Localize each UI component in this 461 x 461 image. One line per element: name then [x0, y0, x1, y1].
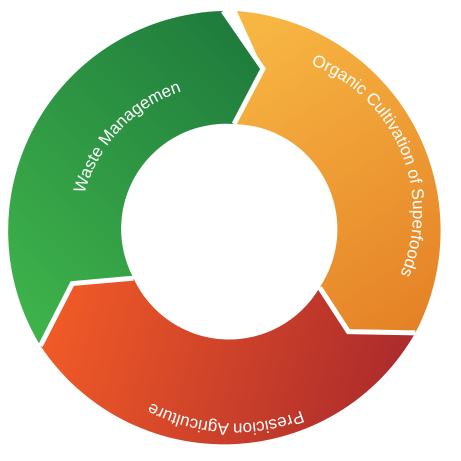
center-hole: [128, 127, 332, 331]
segment-precision-agriculture: Presicion Agriculture: [40, 278, 416, 445]
segment-gaps: [38, 9, 416, 347]
